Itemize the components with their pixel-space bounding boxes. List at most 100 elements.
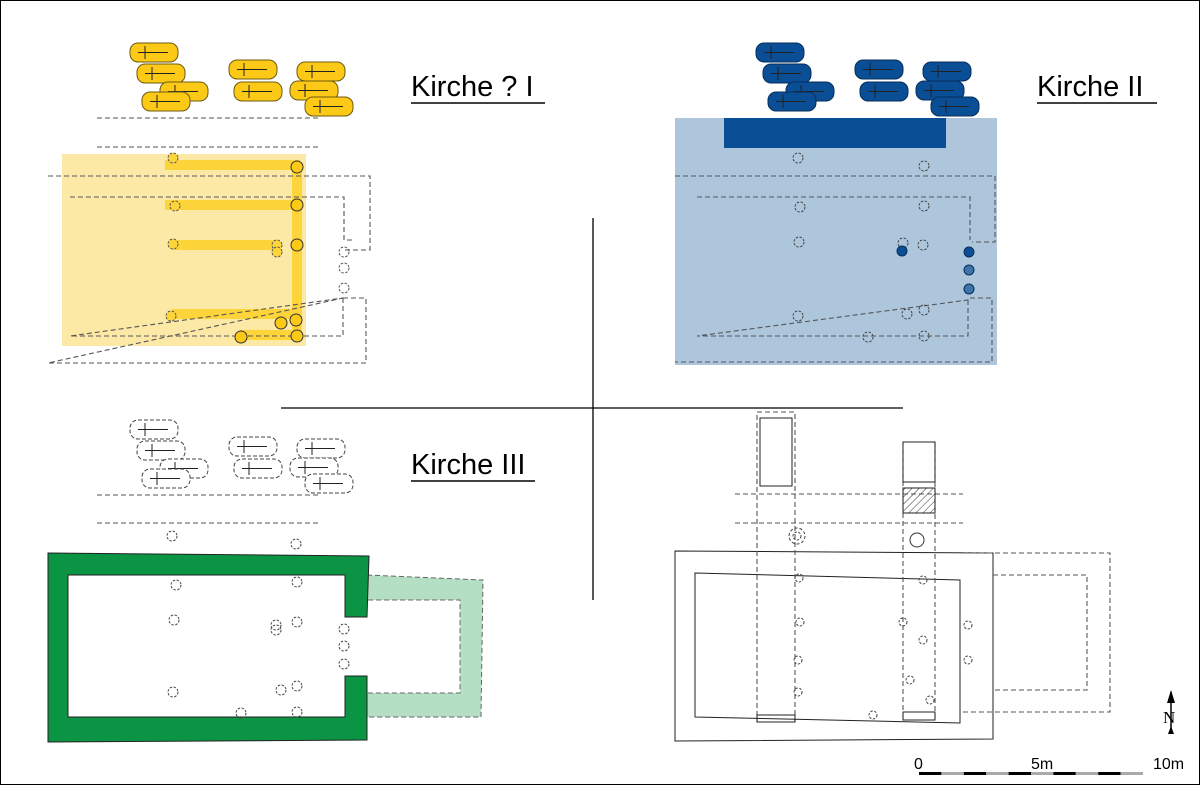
scale-bar-segment (919, 772, 942, 775)
posthole (291, 616, 303, 628)
posthole (963, 264, 975, 276)
posthole (918, 635, 928, 645)
posthole (275, 684, 287, 696)
posthole (290, 238, 304, 252)
posthole (963, 283, 975, 295)
posthole (793, 687, 803, 697)
kirche3-annex (366, 574, 484, 718)
scale-bar-segment (986, 772, 1009, 775)
scale-bar-segment (963, 772, 987, 775)
posthole (868, 710, 878, 720)
posthole (918, 330, 930, 342)
posthole (792, 310, 804, 322)
posthole (271, 246, 283, 258)
grave (930, 96, 980, 117)
excavation-inner-wall (694, 572, 961, 724)
posthole (270, 619, 282, 631)
posthole (167, 152, 179, 164)
grave (296, 61, 346, 82)
kirche1-title: Kirche ? I (411, 71, 534, 103)
north-label: N (1163, 708, 1175, 727)
posthole (168, 614, 180, 626)
grave (304, 473, 354, 494)
posthole (166, 530, 178, 542)
excavation-annex-outer (963, 552, 1111, 713)
excavation-trench-west (756, 411, 796, 723)
posthole (274, 316, 288, 330)
kirche2-burial-band (724, 118, 946, 148)
grave (228, 59, 278, 80)
posthole (963, 246, 975, 258)
grave (141, 91, 191, 112)
posthole (896, 245, 908, 257)
excavation-trench-east-grave (902, 441, 936, 483)
grave (915, 80, 965, 101)
posthole (235, 707, 247, 719)
north-arrow-head-icon (1167, 690, 1175, 703)
posthole (795, 617, 805, 627)
grave (141, 468, 191, 489)
posthole (792, 531, 802, 541)
plan-kirche-3 (47, 419, 484, 743)
excavation-plan (674, 411, 1111, 742)
posthole (338, 262, 350, 274)
posthole (338, 623, 350, 635)
scale-bar-segment (1120, 772, 1143, 775)
posthole (925, 695, 935, 705)
posthole (338, 246, 350, 258)
posthole (788, 527, 806, 545)
posthole (901, 308, 913, 320)
posthole (234, 330, 248, 344)
posthole (165, 310, 177, 322)
posthole (338, 658, 350, 670)
posthole (170, 579, 182, 591)
posthole (918, 200, 930, 212)
posthole (918, 160, 930, 172)
posthole (169, 200, 181, 212)
posthole (963, 655, 973, 665)
posthole (897, 237, 909, 249)
grave (296, 438, 346, 459)
posthole (167, 238, 179, 250)
kirche3-walls (47, 552, 370, 743)
scale-label-5m: 5m (1031, 756, 1053, 773)
grave (228, 436, 278, 457)
kirche2-inner-wall (696, 196, 971, 337)
posthole (963, 620, 973, 630)
kirche1-outer-wall (47, 175, 371, 364)
posthole (918, 575, 928, 585)
grave (767, 91, 817, 112)
scale-label-10m: 10m (1153, 756, 1184, 773)
posthole (291, 680, 303, 692)
posthole (291, 706, 303, 718)
grave (129, 42, 179, 63)
scale-bar-segment (1098, 772, 1121, 775)
posthole (792, 152, 804, 164)
excavation-annex-inner (993, 574, 1088, 691)
grave (755, 42, 805, 63)
kirche2-area (675, 118, 997, 365)
posthole (862, 331, 874, 343)
grave (233, 458, 283, 479)
scale-bar-segment (1075, 772, 1099, 775)
grave (136, 63, 186, 84)
kirche1-inner-wall (69, 196, 354, 337)
grave (304, 96, 354, 117)
posthole (338, 282, 350, 294)
posthole (909, 532, 925, 548)
posthole (167, 686, 179, 698)
excavation-feature (756, 714, 796, 723)
posthole (291, 576, 303, 588)
posthole (794, 201, 806, 213)
grave (136, 440, 186, 461)
scale-bar-segment (941, 772, 964, 775)
posthole (918, 304, 930, 316)
grave (233, 81, 283, 102)
scale-label-0: 0 (914, 756, 923, 773)
posthole (794, 573, 804, 583)
scale-bar-segment (1008, 772, 1031, 775)
scale-bar-segment (1031, 772, 1054, 775)
kirche2-outer-wall (675, 175, 996, 363)
scale-bar-segment (1053, 772, 1076, 775)
